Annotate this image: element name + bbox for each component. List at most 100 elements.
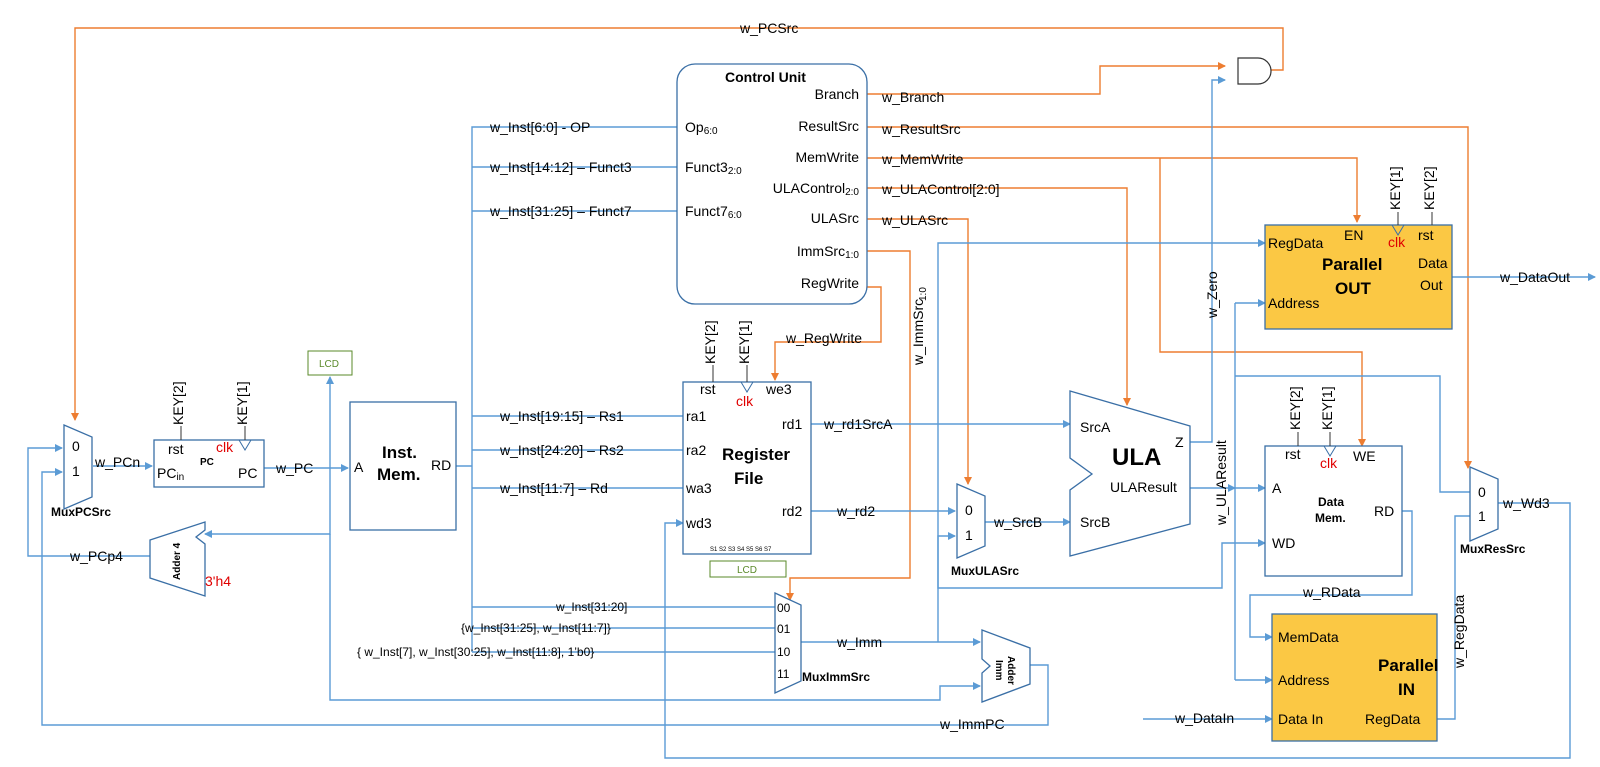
wire-resultsrc [860,126,1472,469]
dm-clk-triangle [1323,445,1337,457]
label-datain: w_DataIn [1174,710,1234,726]
pi-title2: IN [1398,680,1415,699]
po-address: Address [1268,295,1319,311]
mux-immsrc-in01: 01 [777,622,791,636]
mux-ressrc-shape [1469,466,1499,542]
label-inst-rs1: w_Inst[19:15] – Rs1 [499,408,624,424]
mux-immsrc-name: MuxImmSrc [802,670,870,684]
mux-ressrc: 0 1 MuxResSrc [1460,466,1526,556]
wire-zero [1190,76,1226,443]
label-regwrite: w_RegWrite [785,330,862,346]
control-unit-box [676,63,868,305]
rf-ra1: ra1 [686,408,706,424]
wire-memwrite [860,157,1361,223]
cu-ulacontrol: ULAControl2:0 [773,180,860,198]
pc-clk: clk [216,439,234,455]
mux-immsrc-in10: 10 [777,645,791,659]
data-mem-box [1264,445,1403,577]
and-gate [1237,57,1272,85]
dm-key2: KEY[2] [1287,386,1303,430]
mux-pcsrc-shape [63,424,93,510]
label-memwrite: w_MemWrite [881,151,964,167]
rf-clk: clk [736,393,754,409]
rf-pins: S1 S2 S3 S4 S5 S6 S7 [710,547,772,553]
lcd-pc: LCD [307,350,353,376]
label-rd1srca: w_rd1SrcA [823,416,893,432]
label-inst-rs2: w_Inst[24:20] – Rs2 [499,442,624,458]
cu-ulasrc: ULASrc [811,210,859,226]
mux-ulasrc-name: MuxULASrc [951,564,1019,578]
ula-srcb: SrcB [1080,514,1110,530]
label-rdata: w_RData [1302,584,1361,600]
adder-4-const: 3'h4 [205,573,231,589]
label-rd2: w_rd2 [836,503,875,519]
pc-in: PCin [157,465,184,483]
pc-out: PC [238,465,257,481]
wire-ulacontrol [860,187,1131,406]
label-pcn: w_PCn [94,454,140,470]
wire-regwrite [771,286,882,381]
pi-address: Address [1278,672,1329,688]
parallel-in: MemData Address Data In RegData Parallel… [1271,613,1439,742]
pc-clk-triangle [238,439,252,451]
rf-ra2: ra2 [686,442,706,458]
rf-lcd-label: LCD [737,565,757,576]
rf-wd3: wd3 [685,515,712,531]
dm-clk: clk [1320,455,1338,471]
lcd-pc-label: LCD [319,359,339,370]
label-branch: w_Branch [881,89,944,105]
label-inst-funct3: w_Inst[14:12] – Funct3 [489,159,632,175]
po-en: EN [1344,227,1363,243]
cu-branch: Branch [815,86,859,102]
pc-title: PC [200,457,214,468]
ula-result: ULAResult [1110,479,1177,495]
dm-line2: Mem. [1315,511,1346,525]
wire-rd2-wd [937,511,1266,589]
pi-regdata: RegData [1365,711,1420,727]
wire-memwrite-dm [1159,158,1366,447]
pc-register: KEY[2] KEY[1] rst clk PC PCin PC [153,381,265,488]
cu-resultsrc: ResultSrc [798,118,859,134]
inst-mem-box [349,401,457,531]
adder-imm-shape [981,629,1031,703]
mux-pcsrc: 0 1 MuxPCSrc [51,424,111,519]
dm-rst: rst [1285,446,1301,462]
ula-shape [1069,390,1191,557]
mux-ulasrc-in1: 1 [965,527,973,543]
label-resultsrc: w_ResultSrc [881,121,961,137]
cu-memwrite: MemWrite [795,149,859,165]
mux-immsrc: 00 01 10 11 MuxImmSrc [774,591,870,695]
dm-a: A [1272,480,1282,496]
inst-mem: Inst. Mem. A RD [349,401,457,531]
rf-line2: File [734,469,763,488]
mux-immsrc-in00: 00 [777,601,791,615]
data-mem: KEY[2] KEY[1] rst clk WE A WD RD Data Me… [1264,386,1403,577]
po-rst: rst [1418,227,1434,243]
adder-4: Adder 4 3'h4 [149,521,231,597]
wire-rdata [1249,510,1413,641]
cu-title: Control Unit [725,69,806,85]
po-dataout1: Data [1418,255,1448,271]
label-pc: w_PC [275,460,313,476]
data-wires [27,76,1596,759]
label-immsrc-group: w_ImmSrc 1:0 [910,287,929,366]
label-inst-op: w_Inst[6:0] - OP [489,119,590,135]
mux-immsrc-shape [774,591,802,695]
wire-branch [860,62,1226,95]
rf-rst: rst [700,381,716,397]
cu-op: Op6:0 [685,119,718,137]
po-title2: OUT [1335,279,1372,298]
mux-immsrc-in11: 11 [777,667,790,681]
label-immsrc: w_ImmSrc [910,299,926,366]
pc-key1: KEY[1] [234,381,250,425]
control-unit: Control Unit Op6:0 Funct32:0 Funct76:0 B… [676,63,868,305]
po-clk: clk [1388,234,1406,250]
po-key2: KEY[2] [1421,166,1437,210]
mux-ressrc-name: MuxResSrc [1460,542,1526,556]
wire-ularesult-mux [1235,375,1478,496]
mux-ulasrc: 0 1 MuxULASrc [951,483,1019,578]
label-imm-b: { w_Inst[7], w_Inst[30:25], w_Inst[11:8]… [357,645,594,659]
adder-imm: Adder Imm [981,629,1031,703]
mux-ulasrc-shape [956,483,986,559]
label-regdata: w_RegData [1451,595,1467,669]
